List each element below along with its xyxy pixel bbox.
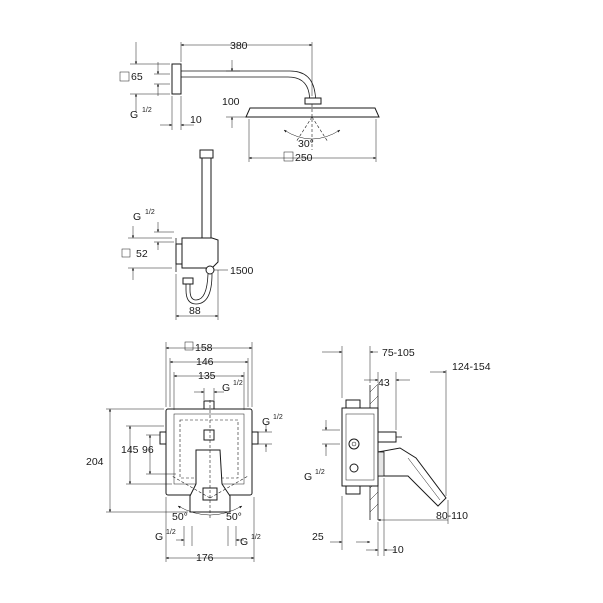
hand-shower-handle [201, 149, 212, 239]
thread-fraction-front-bl: 1/2 [166, 529, 176, 536]
wall-holder [181, 237, 219, 269]
thread-label-head: G [130, 109, 138, 121]
dim-124-154: 124-154 [452, 361, 491, 373]
side-lever [377, 447, 447, 507]
thread-label-front-bl: G [155, 531, 163, 543]
dim-10-head: 10 [190, 114, 202, 126]
thread-fraction-head: 1/2 [142, 107, 152, 114]
thread-label-front-top: G [222, 382, 230, 394]
dim-145: 145 [121, 444, 139, 456]
shower-head-drawing: 380 65 G 1/2 100 10 30° 250 [119, 40, 380, 164]
thread-fraction-front-br: 1/2 [251, 534, 261, 541]
hand-shower-drawing: G 1/2 52 1500 88 [121, 149, 254, 320]
shower-arm [181, 70, 317, 101]
dim-angle-right: 50° [226, 511, 242, 523]
concealed-box [341, 407, 379, 487]
dim-10-side: 10 [392, 544, 404, 556]
mixer-side-view: 75-105 43 124-154 G 1/2 80-110 25 10 [304, 346, 491, 556]
dim-30-angle: 30° [298, 138, 314, 150]
mixer-front-view: 158 146 135 G 1/2 G 1/2 204 145 [86, 341, 283, 564]
dim-1500: 1500 [230, 265, 254, 277]
dim-135: 135 [198, 370, 216, 382]
thread-label-front-br: G [240, 536, 248, 548]
thread-label-front-right: G [262, 416, 270, 428]
thread-fraction-front-top: 1/2 [233, 380, 243, 387]
dim-158: 158 [195, 342, 213, 354]
dim-80-110: 80-110 [436, 510, 468, 522]
dim-52: 52 [136, 248, 148, 260]
dim-25: 25 [312, 531, 324, 543]
shower-hose [189, 273, 209, 301]
dim-380: 380 [230, 40, 248, 52]
thread-label-side: G [304, 471, 312, 483]
wall-flange [171, 63, 182, 95]
thread-label-hand: G [133, 211, 141, 223]
dim-75-105: 75-105 [382, 347, 415, 359]
dim-176: 176 [196, 552, 214, 564]
thread-fraction-hand: 1/2 [145, 209, 155, 216]
dim-96: 96 [142, 444, 154, 456]
dim-204: 204 [86, 456, 104, 468]
dim-65: 65 [131, 71, 143, 83]
dim-angle-left: 50° [172, 511, 188, 523]
dim-146: 146 [196, 356, 214, 368]
dim-88: 88 [189, 305, 201, 317]
thread-fraction-front-right: 1/2 [273, 414, 283, 421]
thread-fraction-side: 1/2 [315, 469, 325, 476]
dim-100: 100 [222, 96, 240, 108]
dim-43: 43 [378, 377, 390, 389]
rain-shower-head [245, 107, 380, 118]
dim-250: 250 [295, 152, 313, 164]
